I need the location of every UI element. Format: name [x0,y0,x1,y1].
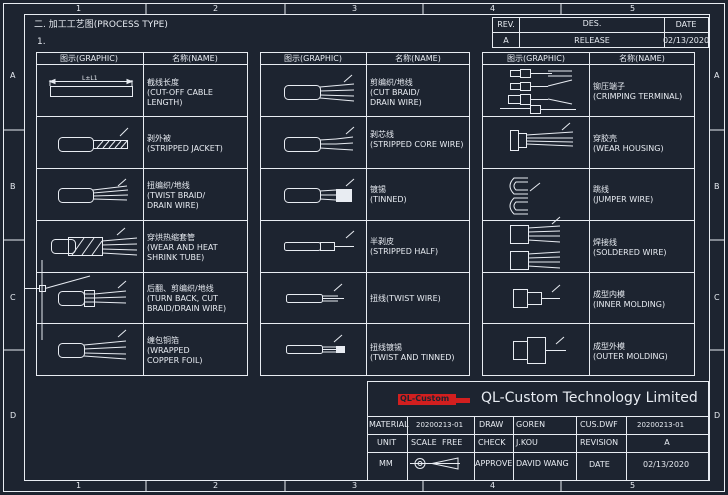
process-label: 截线长度 (CUT-OFF CABLE LENGTH) [147,78,213,107]
callout-leader [24,260,91,340]
graphic-twist-tinned [286,334,345,354]
draw-value: GOREN [516,420,546,429]
process-label: 焊接线 (SOLDERED WIRE) [593,238,667,257]
rev-header: REV. [497,20,515,29]
company-logo: QL-Custom [400,394,450,403]
zone-letter-right: A [714,71,720,80]
draw-label: DRAW [479,420,504,429]
revision-value: A [664,438,670,447]
graphic-heat-shrink [51,227,138,256]
title-block-lines [367,381,709,481]
graphic-column-header: 图示(GRAPHIC) [507,54,565,63]
scale-label: SCALE [411,438,437,447]
material-value: 20200213-01 [416,421,464,429]
name-column-header: 名称(NAME) [619,54,665,63]
zone-letter-left: C [10,293,16,302]
graphic-stripped-half [284,230,355,251]
zone-number-bottom: 4 [490,481,496,490]
mm-label: MM [379,459,393,468]
name-column-header: 名称(NAME) [395,54,441,63]
zone-number-top: 1 [76,4,82,13]
process-label: 穿烘热缩套管 (WEAR AND HEAT SHRINK TUBE) [147,233,218,262]
process-label: 缠包铜箔 (WRAPPED COPPER FOIL) [147,336,203,365]
process-table-grids [36,52,695,376]
zone-letter-right: D [714,411,721,420]
zone-number-top: 5 [630,4,636,13]
projection-symbol-icon [410,457,460,470]
zone-number-bottom: 2 [213,481,219,490]
zone-number-bottom: 5 [630,481,636,490]
date-header: DATE [675,20,697,29]
zone-number-bottom: 1 [76,481,82,490]
zone-number-bottom: 3 [352,481,358,490]
zone-letter-left: B [10,182,16,191]
graphic-copper-foil [58,329,127,360]
approve-value: DAVID WANG [516,459,569,468]
date-label: DATE [589,460,610,469]
zone-letter-left: A [10,71,16,80]
revision-table-lines [492,17,709,48]
company-name: QL-Custom Technology Limited [481,390,698,406]
approve-label: APPROVE [475,459,513,468]
revision-label: REVISION [580,438,619,447]
logo-mark [398,394,470,405]
cusdwf-value: 20200213-01 [637,421,685,429]
outer-border [3,3,725,492]
dimension-label: L±L1 [82,75,98,82]
section-title: 二. 加工工艺图(PROCESS TYPE) [34,20,168,30]
graphic-outer-molding [513,336,566,364]
graphic-column-header: 图示(GRAPHIC) [284,54,342,63]
date-value: 02/13/2020 [662,36,710,45]
process-label: 成型外模 (OUTER MOLDING) [593,342,668,361]
check-value: J.KOU [516,438,538,447]
process-label: 跳线 (JUMPER WIRE) [593,185,654,204]
graphic-cut-braid [284,74,355,102]
graphic-column-header: 图示(GRAPHIC) [60,54,118,63]
process-label: 后翻、剪编织/地线 (TURN BACK, CUT BRAID/DRAIN WI… [147,284,227,313]
process-label: 扭线(TWIST WIRE) [370,294,441,303]
graphic-crimping-terminal [500,69,576,114]
des-value: RELEASE [574,36,610,45]
process-label: 扭编织/地线 (TWIST BRAID/ DRAIN WIRE) [147,181,206,210]
unit-label: UNIT [377,438,397,447]
zone-number-top: 3 [352,4,358,13]
process-label: 成型内模 (INNER MOLDING) [593,290,666,309]
rev-value: A [503,36,509,45]
process-label: 铆压端子 (CRIMPING TERMINAL) [593,82,683,101]
des-header: DES. [582,19,602,28]
graphic-wear-housing [510,122,574,151]
scale-value: FREE [442,438,463,447]
check-label: CHECK [478,438,506,447]
item-number: 1. [37,37,46,47]
graphic-twist-wire [286,283,344,303]
zone-number-top: 4 [490,4,496,13]
graphic-jumper-wire [509,177,541,215]
process-label: 扭线镀锡 (TWIST AND TINNED) [370,343,455,362]
graphic-stripped-core [284,126,355,152]
zone-letter-right: C [714,293,720,302]
graphic-tinned [284,178,355,203]
process-label: 剥外被 (STRIPPED JACKET) [147,134,223,153]
graphic-inner-molding [513,284,561,308]
process-label: 镀锡 (TINNED) [370,185,407,204]
zone-number-top: 2 [213,4,219,13]
graphic-stripped-jacket [58,127,129,152]
zone-letter-right: B [714,182,720,191]
process-label: 剪编织/地线 (CUT BRAID/ DRAIN WIRE) [370,78,422,107]
process-label: 半剥皮 (STRIPPED HALF) [370,237,439,256]
cusdwf-label: CUS.DWF [580,420,618,429]
graphic-twist-braid [58,178,129,203]
graphic-soldered-wire [510,216,561,270]
name-column-header: 名称(NAME) [172,54,218,63]
process-label: 剥芯线 (STRIPPED CORE WIRE) [370,130,464,149]
process-label: 穿胶壳 (WEAR HOUSING) [593,134,664,153]
zone-ticks [4,4,724,491]
graphic-cut-off-cable [48,78,134,97]
graphic-turn-back-cut [58,280,127,307]
material-label: MATERIAL [369,420,409,429]
date-value: 02/13/2020 [643,460,690,469]
zone-letter-left: D [10,411,17,420]
